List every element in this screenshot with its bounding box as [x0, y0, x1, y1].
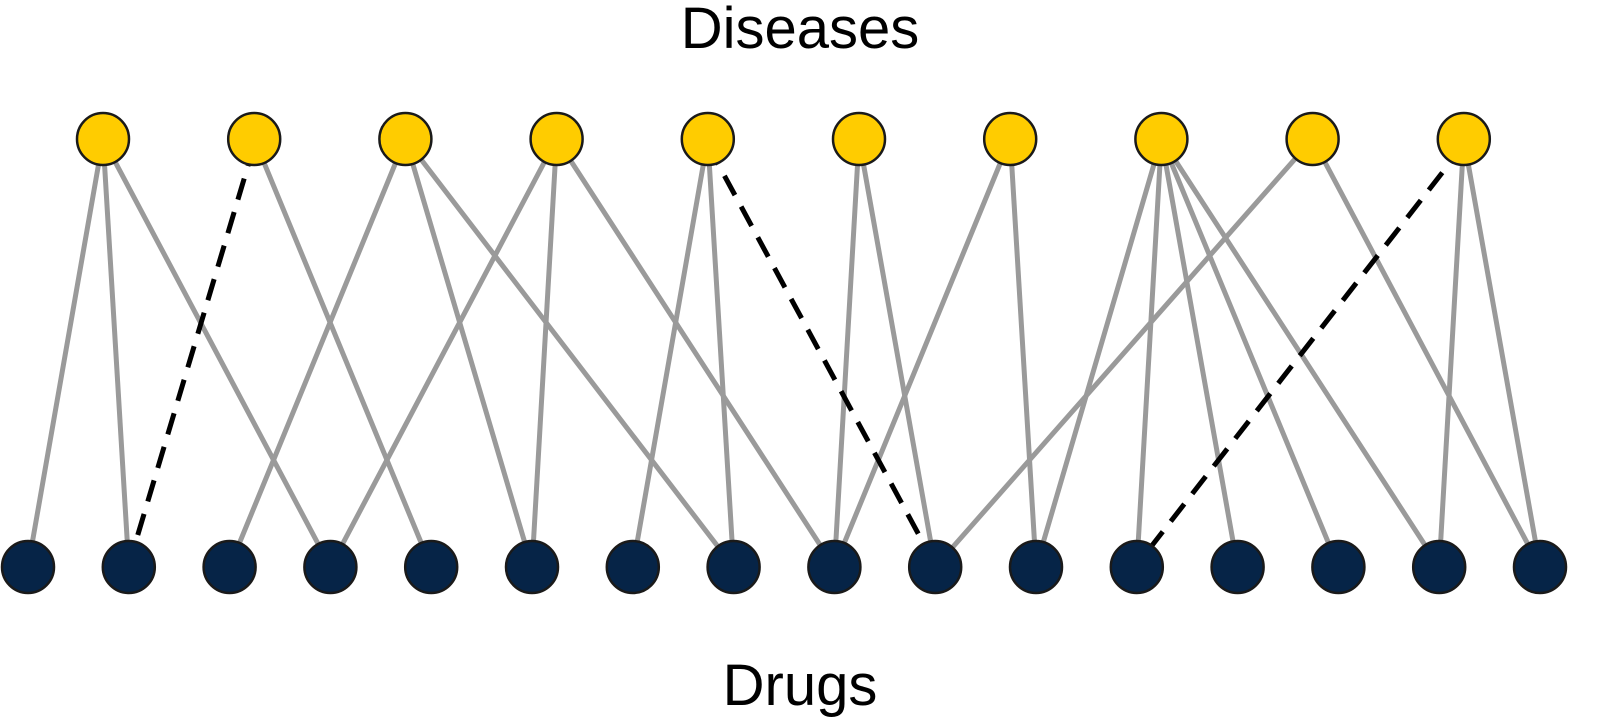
drug-node [706, 539, 761, 595]
known-edge [1007, 136, 1039, 570]
disease-node [982, 111, 1038, 167]
known-edge [1310, 136, 1543, 570]
edges-layer [25, 136, 1543, 570]
known-edge [100, 136, 333, 570]
drug-node [907, 539, 963, 595]
known-edge [932, 136, 1316, 570]
known-edge [1134, 136, 1164, 570]
predicted-edge [1134, 143, 1466, 567]
disease-node [680, 111, 736, 167]
known-edge [25, 136, 106, 570]
drug-node [807, 539, 862, 595]
known-edge [705, 136, 737, 570]
predicted-edge [705, 143, 938, 567]
known-edge [856, 136, 938, 570]
drug-node [1411, 539, 1467, 595]
drug-node [101, 539, 157, 595]
drug-node [605, 539, 661, 595]
disease-node [226, 111, 282, 167]
known-edge [251, 136, 434, 570]
disease-node [1436, 111, 1492, 167]
known-edge [1158, 136, 1241, 570]
disease-node [831, 111, 887, 167]
drug-node [1311, 539, 1366, 595]
known-edge [1436, 136, 1467, 570]
known-edge [1158, 136, 1341, 570]
known-edge [402, 136, 737, 570]
known-edge [529, 136, 560, 570]
drug-node [403, 539, 459, 595]
disease-node [1134, 111, 1189, 167]
disease-node [1285, 111, 1340, 167]
predicted-edge [126, 144, 257, 566]
disease-node [75, 111, 131, 167]
nodes-layer [0, 111, 1568, 595]
drug-node [1210, 539, 1265, 595]
known-edge [100, 136, 132, 570]
known-edge [327, 136, 560, 570]
drug-node [0, 539, 56, 595]
disease-node [529, 111, 584, 167]
drug-node [1109, 539, 1165, 595]
disease-node [378, 111, 433, 167]
drug-node [202, 539, 257, 595]
known-edge [402, 136, 535, 570]
drugs-label: Drugs [722, 653, 878, 718]
drug-node [504, 539, 560, 595]
known-edge [630, 136, 711, 570]
drug-node [303, 539, 358, 595]
drug-node [1512, 539, 1568, 595]
known-edge [1033, 136, 1164, 570]
drug-node [1008, 539, 1064, 595]
diseases-label: Diseases [680, 0, 920, 61]
known-edge [554, 136, 837, 570]
known-edge [227, 136, 408, 570]
known-edge [831, 136, 1013, 570]
known-edge [1461, 136, 1543, 570]
known-edge [831, 136, 862, 570]
